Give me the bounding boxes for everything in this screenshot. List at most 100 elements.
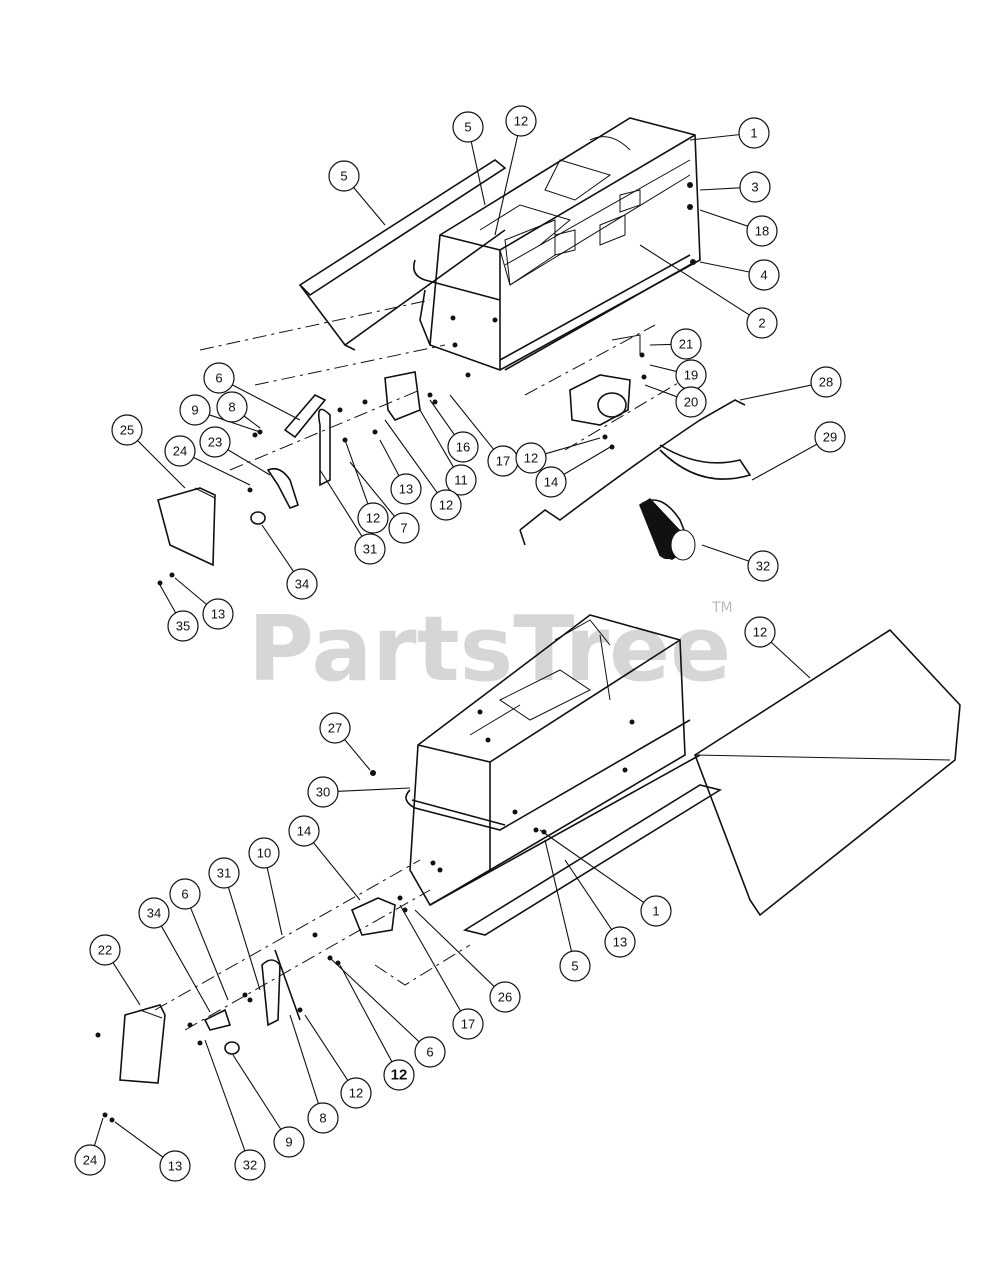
callout-13: 13 [564, 859, 636, 958]
callout-34: 34 [261, 524, 318, 600]
callout-circle [169, 878, 201, 910]
callout-leader-line [112, 962, 141, 1006]
callout-number: 31 [363, 542, 377, 557]
callout-number: 27 [328, 721, 342, 736]
callout-number: 6 [181, 887, 188, 902]
callout-circle [414, 1036, 446, 1068]
callout-leader-line [190, 907, 229, 1001]
callout-number: 20 [684, 395, 698, 410]
callout-number: 10 [257, 846, 271, 861]
callout-14: 14 [288, 815, 361, 901]
callout-number: 17 [496, 454, 510, 469]
callout-leader-line [644, 384, 678, 398]
callout-22: 22 [89, 934, 141, 1006]
callout-number: 14 [297, 824, 311, 839]
callout-number: 9 [191, 403, 198, 418]
callout-circle [328, 160, 360, 192]
callout-circle [199, 426, 231, 458]
callout-circle [515, 442, 547, 474]
callout-number: 1 [652, 904, 659, 919]
callout-number: 8 [228, 400, 235, 415]
callout-circle [430, 489, 462, 521]
callout-17: 17 [399, 904, 484, 1040]
callout-circle [234, 1149, 266, 1181]
callout-leader-line [174, 577, 207, 605]
callout-number: 12 [524, 451, 538, 466]
callout-number: 5 [571, 959, 578, 974]
callout-leader-line [193, 457, 251, 486]
callout-circle [74, 1144, 106, 1176]
callout-leader-line [319, 469, 363, 537]
callout-number: 34 [295, 577, 309, 592]
callout-number: 6 [426, 1045, 433, 1060]
callout-circle [202, 598, 234, 630]
callout-leader-line [232, 1054, 282, 1130]
callout-leader-line [699, 187, 741, 191]
callout-leader-line [227, 887, 261, 991]
callout-12: 12 [384, 419, 462, 521]
callout-leader-line [159, 584, 177, 614]
callout-number: 23 [208, 435, 222, 450]
callout-6: 6 [169, 878, 229, 1001]
callout-leader-line [304, 1014, 349, 1081]
callout-circle [216, 391, 248, 423]
callout-leader-line [353, 187, 386, 226]
callout-circle [357, 502, 389, 534]
callout-19: 19 [649, 359, 707, 391]
callout-number: 13 [211, 607, 225, 622]
callout-number: 32 [243, 1158, 257, 1173]
callout-leader-line [699, 261, 750, 273]
callout-leader-line [344, 439, 369, 505]
callout-number: 14 [544, 475, 558, 490]
callout-leader-line [93, 1117, 104, 1146]
callout-circle [535, 466, 567, 498]
callout-circle [604, 926, 636, 958]
callout-5: 5 [544, 839, 591, 982]
callout-12: 12 [744, 616, 811, 679]
callout-circle [159, 1150, 191, 1182]
callout-leader-line [261, 524, 295, 572]
callout-leader-line [114, 1121, 164, 1158]
callout-9: 9 [179, 394, 261, 433]
callout-number: 9 [285, 1135, 292, 1150]
callout-number: 16 [456, 440, 470, 455]
callout-leader-line [539, 829, 645, 903]
callout-number: 12 [349, 1086, 363, 1101]
callout-circle [167, 610, 199, 642]
callout-leader-line [639, 244, 750, 316]
callout-leader-line [701, 544, 749, 562]
callout-leader-line [160, 925, 211, 1013]
callout-leader-line [689, 134, 740, 141]
callout-number: 17 [461, 1017, 475, 1032]
callout-12: 12 [494, 105, 537, 236]
callout-number: 2 [758, 316, 765, 331]
callout-12: 12 [344, 439, 389, 534]
callout-circle [747, 550, 779, 582]
callout-number: 7 [400, 521, 407, 536]
callout-leader-line [470, 141, 486, 206]
callout-number: 13 [168, 1159, 182, 1174]
callout-30: 30 [307, 776, 411, 808]
watermark: PartsTree [248, 597, 731, 702]
callout-circle [670, 328, 702, 360]
callout-32: 32 [204, 1039, 266, 1181]
callout-number: 22 [98, 943, 112, 958]
callout-circle [273, 1126, 305, 1158]
callout-circle [447, 431, 479, 463]
callout-number: 13 [613, 935, 627, 950]
callout-leader-line [564, 859, 613, 930]
callout-circle [388, 512, 420, 544]
callout-circle [505, 105, 537, 137]
callout-circle [340, 1077, 372, 1109]
callout-11: 11 [419, 409, 477, 496]
callout-circle [208, 857, 240, 889]
callout-circle [445, 464, 477, 496]
callout-5: 5 [328, 160, 386, 226]
callout-circle [489, 981, 521, 1013]
callout-leader-line [449, 394, 495, 450]
callout-2: 2 [639, 244, 778, 339]
callout-8: 8 [216, 391, 261, 429]
callout-number: 1 [750, 126, 757, 141]
callout-13: 13 [114, 1121, 191, 1182]
